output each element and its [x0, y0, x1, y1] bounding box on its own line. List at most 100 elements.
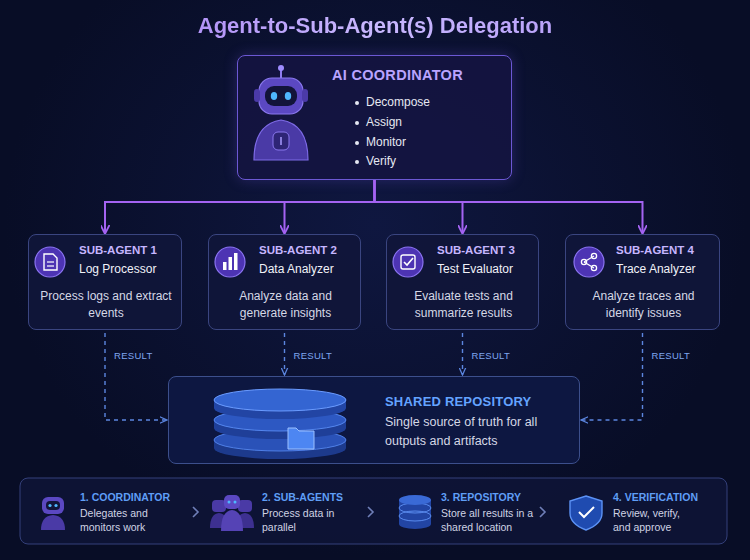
robot-group-icon [210, 495, 254, 531]
box-subtitle: Data Analyzer [259, 262, 356, 276]
robot-body [221, 510, 243, 531]
box-heading: AI COORDINATOR [332, 67, 502, 83]
shield-icon [570, 496, 602, 530]
checkbox-icon [393, 247, 423, 277]
robot-antenna [280, 70, 282, 78]
share-dot [591, 265, 596, 270]
shield-glyph [570, 496, 602, 530]
robot-head [259, 78, 303, 114]
delegation-connector [375, 180, 643, 233]
bar [223, 262, 227, 270]
robot-head [42, 497, 64, 514]
robot-eye [48, 504, 51, 507]
robot-eye [271, 92, 277, 100]
cylinder-ring [399, 511, 431, 521]
chevron [368, 507, 373, 517]
share-icon [574, 247, 604, 277]
database-illustration [214, 389, 346, 459]
delegation-connector [375, 180, 463, 233]
icon-circle [574, 247, 604, 277]
result-arrow [581, 333, 643, 420]
result-arrow [462, 333, 463, 375]
robot-chest [273, 132, 289, 150]
box-heading: SUB-AGENT 1 [79, 244, 177, 256]
bullet-item: Assign [366, 115, 486, 129]
check-mark [579, 507, 594, 517]
step-description: Process data in parallel [262, 506, 354, 534]
robot-ear [302, 89, 308, 102]
step-description: Review, verify, and approve [613, 506, 695, 534]
box-body: Process logs and extract events [39, 288, 173, 322]
bullet-item: Decompose [366, 95, 486, 109]
edge-label: RESULT [652, 350, 691, 361]
step-heading: 2. SUB-AGENTS [262, 491, 367, 503]
folder-icon [288, 428, 314, 449]
result-arrow [284, 333, 285, 375]
checkbox-glyph [401, 255, 415, 269]
cylinder-top [399, 495, 431, 505]
box-subtitle: Log Processor [79, 262, 177, 276]
delegation-connector [105, 180, 375, 233]
robot-eye [285, 92, 291, 100]
robot-eye [54, 504, 57, 507]
robot-visor [265, 86, 297, 106]
chevron [540, 507, 545, 517]
coordinator-box: AI COORDINATOR DecomposeAssignMonitorVeri… [237, 55, 512, 180]
chevron [193, 507, 198, 517]
step-description: Delegates and monitors work [80, 506, 180, 534]
bar [234, 253, 238, 270]
robot-antenna-tip [278, 65, 284, 71]
share-dot [581, 259, 586, 264]
bullet-item: Verify [366, 154, 486, 168]
cylinder-top [214, 389, 346, 411]
box-body: Single source of truth for all outputs a… [385, 413, 570, 451]
document-glyph [44, 254, 57, 270]
robot-head [238, 500, 252, 512]
icon-circle [393, 247, 423, 277]
bar [229, 257, 233, 270]
edge-label: RESULT [472, 350, 511, 361]
steps-band [20, 478, 727, 544]
robot-body [41, 515, 65, 530]
result-arrow [105, 333, 167, 420]
box-heading: SUB-AGENT 3 [437, 244, 534, 256]
robot-body [254, 120, 308, 160]
box-subtitle: Trace Analyzer [616, 262, 715, 276]
document-line [47, 265, 54, 266]
box-heading: SUB-AGENT 2 [259, 244, 356, 256]
check-mark [404, 258, 413, 265]
icon-circle [215, 247, 245, 277]
box-heading: SUB-AGENT 4 [616, 244, 715, 256]
bullet-item: Monitor [366, 135, 486, 149]
delegation-connector [285, 180, 375, 233]
database-icon [399, 495, 431, 529]
icon-circle [35, 247, 65, 277]
robot-eye [228, 501, 231, 504]
robot-illustration [254, 65, 308, 160]
box-body: Evaluate tests and summarize results [397, 288, 530, 322]
robot-head [212, 500, 226, 512]
document-line [47, 261, 54, 262]
robot-head [224, 495, 240, 509]
robot-chest-mark [280, 137, 282, 145]
robot-eye [234, 501, 237, 504]
robot-icon [41, 497, 65, 530]
box-subtitle: Test Evaluator [437, 262, 534, 276]
share-line [584, 256, 594, 262]
diagram-title: Agent-to-Sub-Agent(s) Delegation [0, 13, 750, 39]
step-description: Store all results in a shared location [441, 506, 541, 534]
box-body: Analyze traces and identify issues [576, 288, 711, 322]
edge-label: RESULT [114, 350, 153, 361]
document-icon [35, 247, 65, 277]
box-body: Analyze data and generate insights [219, 288, 352, 322]
share-line [584, 262, 594, 268]
step-heading: 1. COORDINATOR [80, 491, 190, 503]
box-heading: SHARED REPOSITORY [385, 394, 575, 409]
bar-chart-icon [215, 247, 245, 277]
share-dot [591, 253, 596, 258]
